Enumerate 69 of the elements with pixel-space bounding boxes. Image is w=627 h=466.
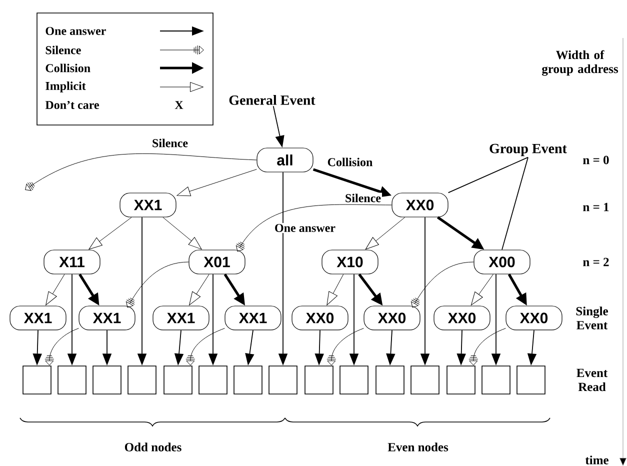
event-box: XX1 [152, 306, 210, 330]
event-label: Group Event [490, 144, 567, 156]
event-box: X01 [188, 250, 246, 274]
node-square [304, 366, 334, 394]
arrow [25, 154, 257, 191]
node-square [234, 366, 262, 394]
group-label: Even nodes [388, 442, 448, 452]
node-square [92, 366, 122, 394]
node-square [268, 366, 298, 394]
arrow [189, 274, 210, 306]
legend-label: One answer [46, 26, 106, 36]
node-square [22, 366, 52, 394]
arrow [88, 217, 132, 250]
legend-label: Collision [46, 64, 90, 72]
event-label: General Event [229, 95, 316, 105]
event-box: X00 [474, 250, 530, 274]
level-label: n = 0 [583, 156, 609, 164]
node-square [410, 366, 440, 394]
row-label: Event Read [576, 368, 608, 392]
arrow [176, 169, 257, 196]
arrow [126, 262, 189, 308]
legend-label: Implicit [46, 82, 86, 92]
arrow [236, 204, 392, 252]
event-box: XX1 [10, 306, 66, 330]
edge-label: One answer [275, 224, 336, 232]
edge-label: Silence [346, 194, 381, 202]
axis-label: time [585, 456, 608, 464]
legend-label: Don’t care [45, 100, 99, 110]
node-square [198, 366, 228, 394]
event-box: X10 [322, 250, 378, 274]
arrow [46, 274, 65, 306]
level-label: n = 2 [583, 258, 609, 266]
node-square [58, 366, 86, 394]
arrow [470, 274, 494, 306]
node-square [446, 366, 476, 394]
event-box: XX1 [224, 306, 282, 330]
edge-label: Collision [328, 158, 372, 166]
event-box: XX0 [292, 306, 348, 330]
legend-symbol: X [174, 101, 184, 109]
event-box: XX1 [78, 306, 136, 330]
node-square [376, 366, 404, 394]
node-square [128, 366, 156, 394]
arrow [410, 262, 474, 308]
arrow [365, 217, 406, 250]
node-square [340, 366, 368, 394]
event-box: XX0 [364, 306, 420, 330]
arrow [186, 328, 225, 366]
event-box: XX1 [120, 192, 176, 218]
arrow [162, 217, 202, 250]
event-box: all [256, 148, 314, 172]
arrow [468, 328, 506, 366]
edge-label: Silence [152, 138, 188, 148]
node-square [164, 366, 192, 394]
event-box: XX0 [506, 306, 562, 330]
arrow [326, 274, 344, 306]
node-square [516, 366, 546, 394]
axis-title: Width of group address [542, 50, 618, 76]
legend-label: Silence [46, 46, 81, 54]
event-box: XX0 [392, 192, 448, 218]
leader-line [502, 156, 528, 250]
event-box: XX0 [434, 306, 490, 330]
node-square [482, 366, 510, 394]
arrow [44, 328, 79, 366]
event-box: X11 [44, 250, 100, 274]
row-label: Single Event [576, 306, 608, 330]
level-label: n = 1 [583, 202, 609, 212]
leader-line [448, 156, 528, 194]
arrow [326, 328, 364, 366]
group-label: Odd nodes [124, 442, 182, 452]
